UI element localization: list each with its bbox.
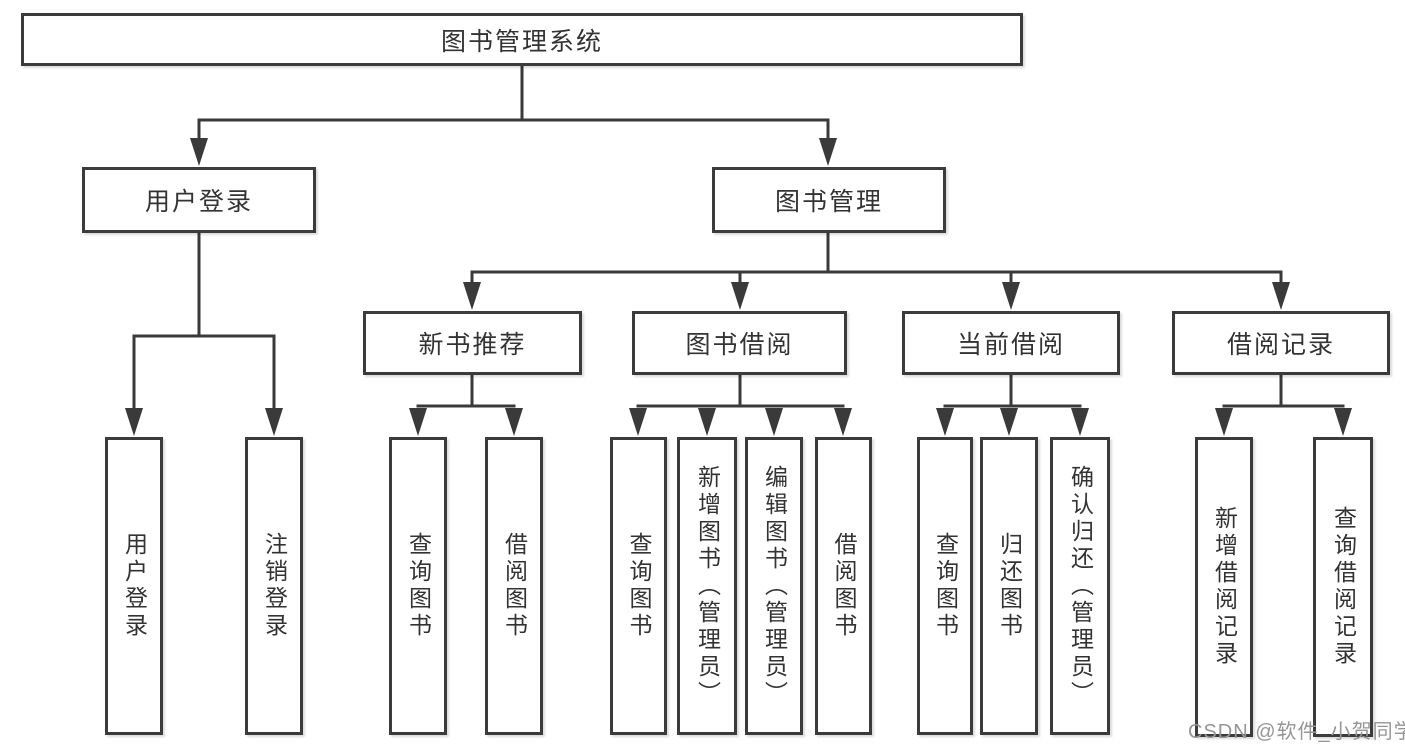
node-leaf-label: 借阅图书	[501, 532, 528, 640]
node-borrow-records-label: 借阅记录	[1226, 331, 1335, 359]
node-leaf-label: 归还图书	[996, 532, 1023, 640]
node-leaf-label: 借阅图书	[831, 532, 857, 640]
node-leaf-logout: 注销登录	[245, 437, 303, 735]
node-borrow-records: 借阅记录	[1172, 311, 1390, 375]
node-leaf-label: 用户登录	[121, 532, 148, 640]
node-leaf-label: 查询借阅记录	[1330, 506, 1357, 668]
node-user-login: 用户登录	[82, 167, 316, 233]
user-login-connector	[125, 233, 283, 436]
node-leaf-add-books-admin: 新增图书（管理员）	[677, 437, 737, 735]
node-leaf-label: 查询图书	[626, 532, 652, 640]
node-leaf-query-borrow-record: 查询借阅记录	[1313, 437, 1373, 737]
node-leaf-user-login: 用户登录	[105, 437, 163, 735]
csdn-watermark: CSDN @软件_小贺同学	[1188, 721, 1405, 743]
node-leaf-label: 新增借阅记录	[1211, 506, 1238, 668]
node-book-manage-label: 图书管理	[774, 188, 883, 216]
node-leaf-label: 确认归还（管理员）	[1067, 464, 1094, 708]
node-leaf-query-books-2: 查询图书	[610, 437, 667, 735]
node-leaf-label: 新增图书（管理员）	[694, 464, 721, 708]
node-book-borrow: 图书借阅	[632, 311, 847, 375]
node-leaf-confirm-return-admin: 确认归还（管理员）	[1050, 437, 1110, 735]
node-new-books: 新书推荐	[363, 311, 582, 375]
node-leaf-label: 注销登录	[261, 532, 288, 640]
node-leaf-label: 编辑图书（管理员）	[761, 464, 788, 708]
node-user-login-label: 用户登录	[144, 188, 253, 216]
root-connector	[190, 66, 837, 166]
node-leaf-label: 查询图书	[932, 532, 959, 640]
current-borrow-connector	[936, 375, 1089, 436]
node-leaf-edit-books-admin: 编辑图书（管理员）	[745, 437, 803, 735]
node-leaf-query-books-1: 查询图书	[389, 437, 447, 735]
node-root-label: 图书管理系统	[440, 27, 603, 56]
node-book-manage: 图书管理	[712, 167, 946, 233]
node-book-borrow-label: 图书借阅	[685, 331, 794, 359]
node-leaf-query-books-3: 查询图书	[917, 437, 973, 735]
node-leaf-borrow-books-2: 借阅图书	[815, 437, 872, 735]
node-leaf-return-books: 归还图书	[980, 437, 1038, 735]
borrow-records-connector	[1215, 375, 1352, 436]
node-leaf-label: 查询图书	[405, 532, 432, 640]
node-leaf-add-borrow-record: 新增借阅记录	[1195, 437, 1253, 737]
node-current-borrow: 当前借阅	[902, 311, 1120, 375]
new-books-connector	[409, 375, 523, 436]
node-leaf-borrow-books-1: 借阅图书	[485, 437, 543, 735]
book-manage-connector	[463, 233, 1290, 310]
node-root: 图书管理系统	[21, 13, 1023, 66]
book-borrow-connector	[629, 375, 852, 436]
node-current-borrow-label: 当前借阅	[956, 331, 1065, 359]
node-new-books-label: 新书推荐	[418, 331, 527, 359]
